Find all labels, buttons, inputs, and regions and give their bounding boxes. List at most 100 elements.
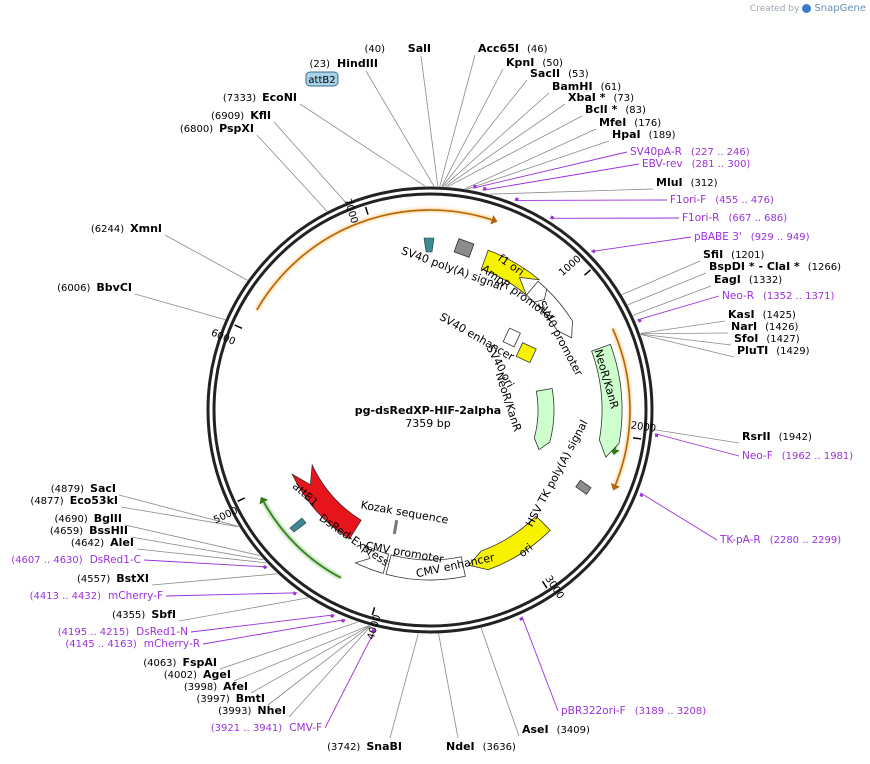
feature-neor-kanr-outer[interactable] [591,343,623,458]
feature-sv40-promoter[interactable] [533,288,573,339]
site-bbvci[interactable]: BbvCI(6006) [57,281,132,294]
primer-position: (929 .. 949) [751,232,810,243]
site-afei[interactable]: AfeI(3998) [184,680,248,693]
leader-line [250,625,370,694]
leader-line [219,621,358,670]
attb2-tag: attB2 [308,75,335,86]
site-nhei[interactable]: NheI(3993) [218,704,286,717]
site-position: (40) [364,44,385,55]
primer-binding-mark [637,318,642,323]
orange-arc-left-glow [255,208,493,312]
site-kfli[interactable]: KflI(6909) [211,109,271,122]
primer-f1ori-f[interactable]: F1ori-F(455 .. 476) [670,194,774,206]
orange-arc-right[interactable] [611,328,631,486]
site-eagi[interactable]: EagI(1332) [714,273,782,286]
site-pspxi[interactable]: PspXI(6800) [180,122,254,135]
primer-name: TK-pA-R [719,534,761,546]
feature-sv40-ori-box[interactable] [515,342,537,364]
site-ndei[interactable]: NdeI(3636) [446,740,516,753]
site-asei[interactable]: AseI(3409) [522,723,590,736]
site-bsshii[interactable]: BssHII(4659) [50,524,128,537]
site-position: (7333) [223,93,256,104]
site-rsrii[interactable]: RsrII(1942) [742,430,812,443]
site-bmti[interactable]: BmtI(3997) [197,692,265,705]
feature-dsred-express[interactable] [291,463,362,540]
primer-mcherry-r[interactable]: mCherry-R(4145 .. 4163) [65,638,200,650]
primer-f1ori-r[interactable]: F1ori-R(667 .. 686) [682,212,787,224]
site-name: BbvCI [96,281,132,294]
site-mlui[interactable]: MluI(312) [656,176,718,189]
site-pluti[interactable]: PluTI(1429) [737,344,810,357]
primer-sv40pa-r[interactable]: SV40pA-R(227 .. 246) [630,146,750,158]
site-mfei[interactable]: MfeI(176) [599,116,661,129]
primer-mcherry-f[interactable]: mCherry-F(4413 .. 4432) [30,590,163,602]
site-nari[interactable]: NarI(1426) [731,320,799,333]
site-bamhi[interactable]: BamHI(61) [552,80,621,93]
leader-line [118,494,239,527]
primer-dsred1-c[interactable]: DsRed1-C(4607 .. 4630) [11,554,141,566]
primer-neo-r[interactable]: Neo-R(1352 .. 1371) [722,290,835,302]
site-name: HindIII [337,57,378,70]
site-sbfi[interactable]: SbfI(4355) [112,608,176,621]
primer-cmv-f[interactable]: CMV-F(3921 .. 3941) [211,722,322,734]
green-arc-left[interactable] [263,501,342,579]
site-bstxi[interactable]: BstXI(4557) [77,572,149,585]
site-alei[interactable]: AleI(4642) [71,536,134,549]
primer-pbabe-3[interactable]: pBABE 3'(929 .. 949) [694,231,810,243]
primer-tk-pa-r[interactable]: TK-pA-R(2280 .. 2299) [719,534,841,546]
site-position: (61) [601,82,622,93]
orange-arc-left[interactable] [256,209,493,311]
snapgene-logo-icon [802,4,812,13]
site-eco53ki[interactable]: Eco53kI(4877) [30,494,118,507]
leader-line [151,573,278,586]
site-position: (73) [613,93,634,104]
feature-sv40-enhancer-box[interactable] [502,327,521,348]
primer-neo-f[interactable]: Neo-F(1962 .. 1981) [742,450,853,462]
backbone-outer-ring [206,186,654,634]
site-bspdi-clai[interactable]: BspDI * - ClaI *(1266) [709,260,841,273]
feature-label-kozak-sequence: Kozak sequence [360,498,450,526]
attb2-site-marker[interactable] [423,237,435,253]
site-bglii[interactable]: BglII(4690) [55,512,122,525]
site-name: KpnI [506,56,534,69]
feature-ampr-promoter[interactable] [525,280,548,303]
site-name: MluI [656,176,683,189]
site-snabi[interactable]: SnaBI(3742) [327,740,402,753]
primer-binding-mark [639,493,644,498]
site-xbai[interactable]: XbaI * (73) [568,91,634,104]
primer-binding-mark [591,249,596,254]
site-saci[interactable]: SacI(4879) [51,482,116,495]
site-position: (4355) [112,610,145,621]
site-hindiii[interactable]: HindIII(23) [309,57,378,70]
site-sali[interactable]: SalI(40) [364,42,431,55]
snapgene-credit: Created by SnapGene [750,3,866,14]
site-bcli[interactable]: BclI *(83) [585,103,646,116]
site-econi[interactable]: EcoNI(7333) [223,91,297,104]
site-agei[interactable]: AgeI(4002) [164,668,231,681]
feature-cmv-promoter[interactable] [354,543,390,574]
site-name: XbaI * [568,91,606,104]
leader-line [288,625,372,718]
feature-neor-kanr-inner[interactable] [533,388,555,451]
feature-ori[interactable] [467,515,551,571]
site-fspai[interactable]: FspAI(4063) [143,656,217,669]
site-sfii[interactable]: SfiI(1201) [703,248,765,261]
feature-sv40-polya-box[interactable] [453,238,475,258]
site-position: (1427) [766,334,799,345]
feature-cmv-enhancer[interactable] [385,554,466,581]
primer-dsred1-n[interactable]: DsRed1-N(4195 .. 4215) [58,626,188,638]
primer-ebv-rev[interactable]: EBV-rev(281 .. 300) [642,158,750,170]
site-acc65i[interactable]: Acc65I(46) [478,42,548,55]
site-sacii[interactable]: SacII(53) [530,67,589,80]
site-xmni[interactable]: XmnI(6244) [91,222,162,235]
site-kasi[interactable]: KasI(1425) [728,308,796,321]
primer-pbr322ori-f[interactable]: pBR322ori-F(3189 .. 3208) [561,705,706,717]
site-kpni[interactable]: KpnI (50) [506,56,563,69]
attb1-site-marker[interactable] [289,517,307,533]
site-hpai[interactable]: HpaI(189) [612,128,676,141]
site-sfoi[interactable]: SfoI(1427) [734,332,800,345]
site-position: (50) [542,58,563,69]
feature-hsv-tk-polya-box[interactable] [575,479,592,495]
feature-f1-ori[interactable] [480,249,541,296]
site-position: (4877) [30,496,63,507]
